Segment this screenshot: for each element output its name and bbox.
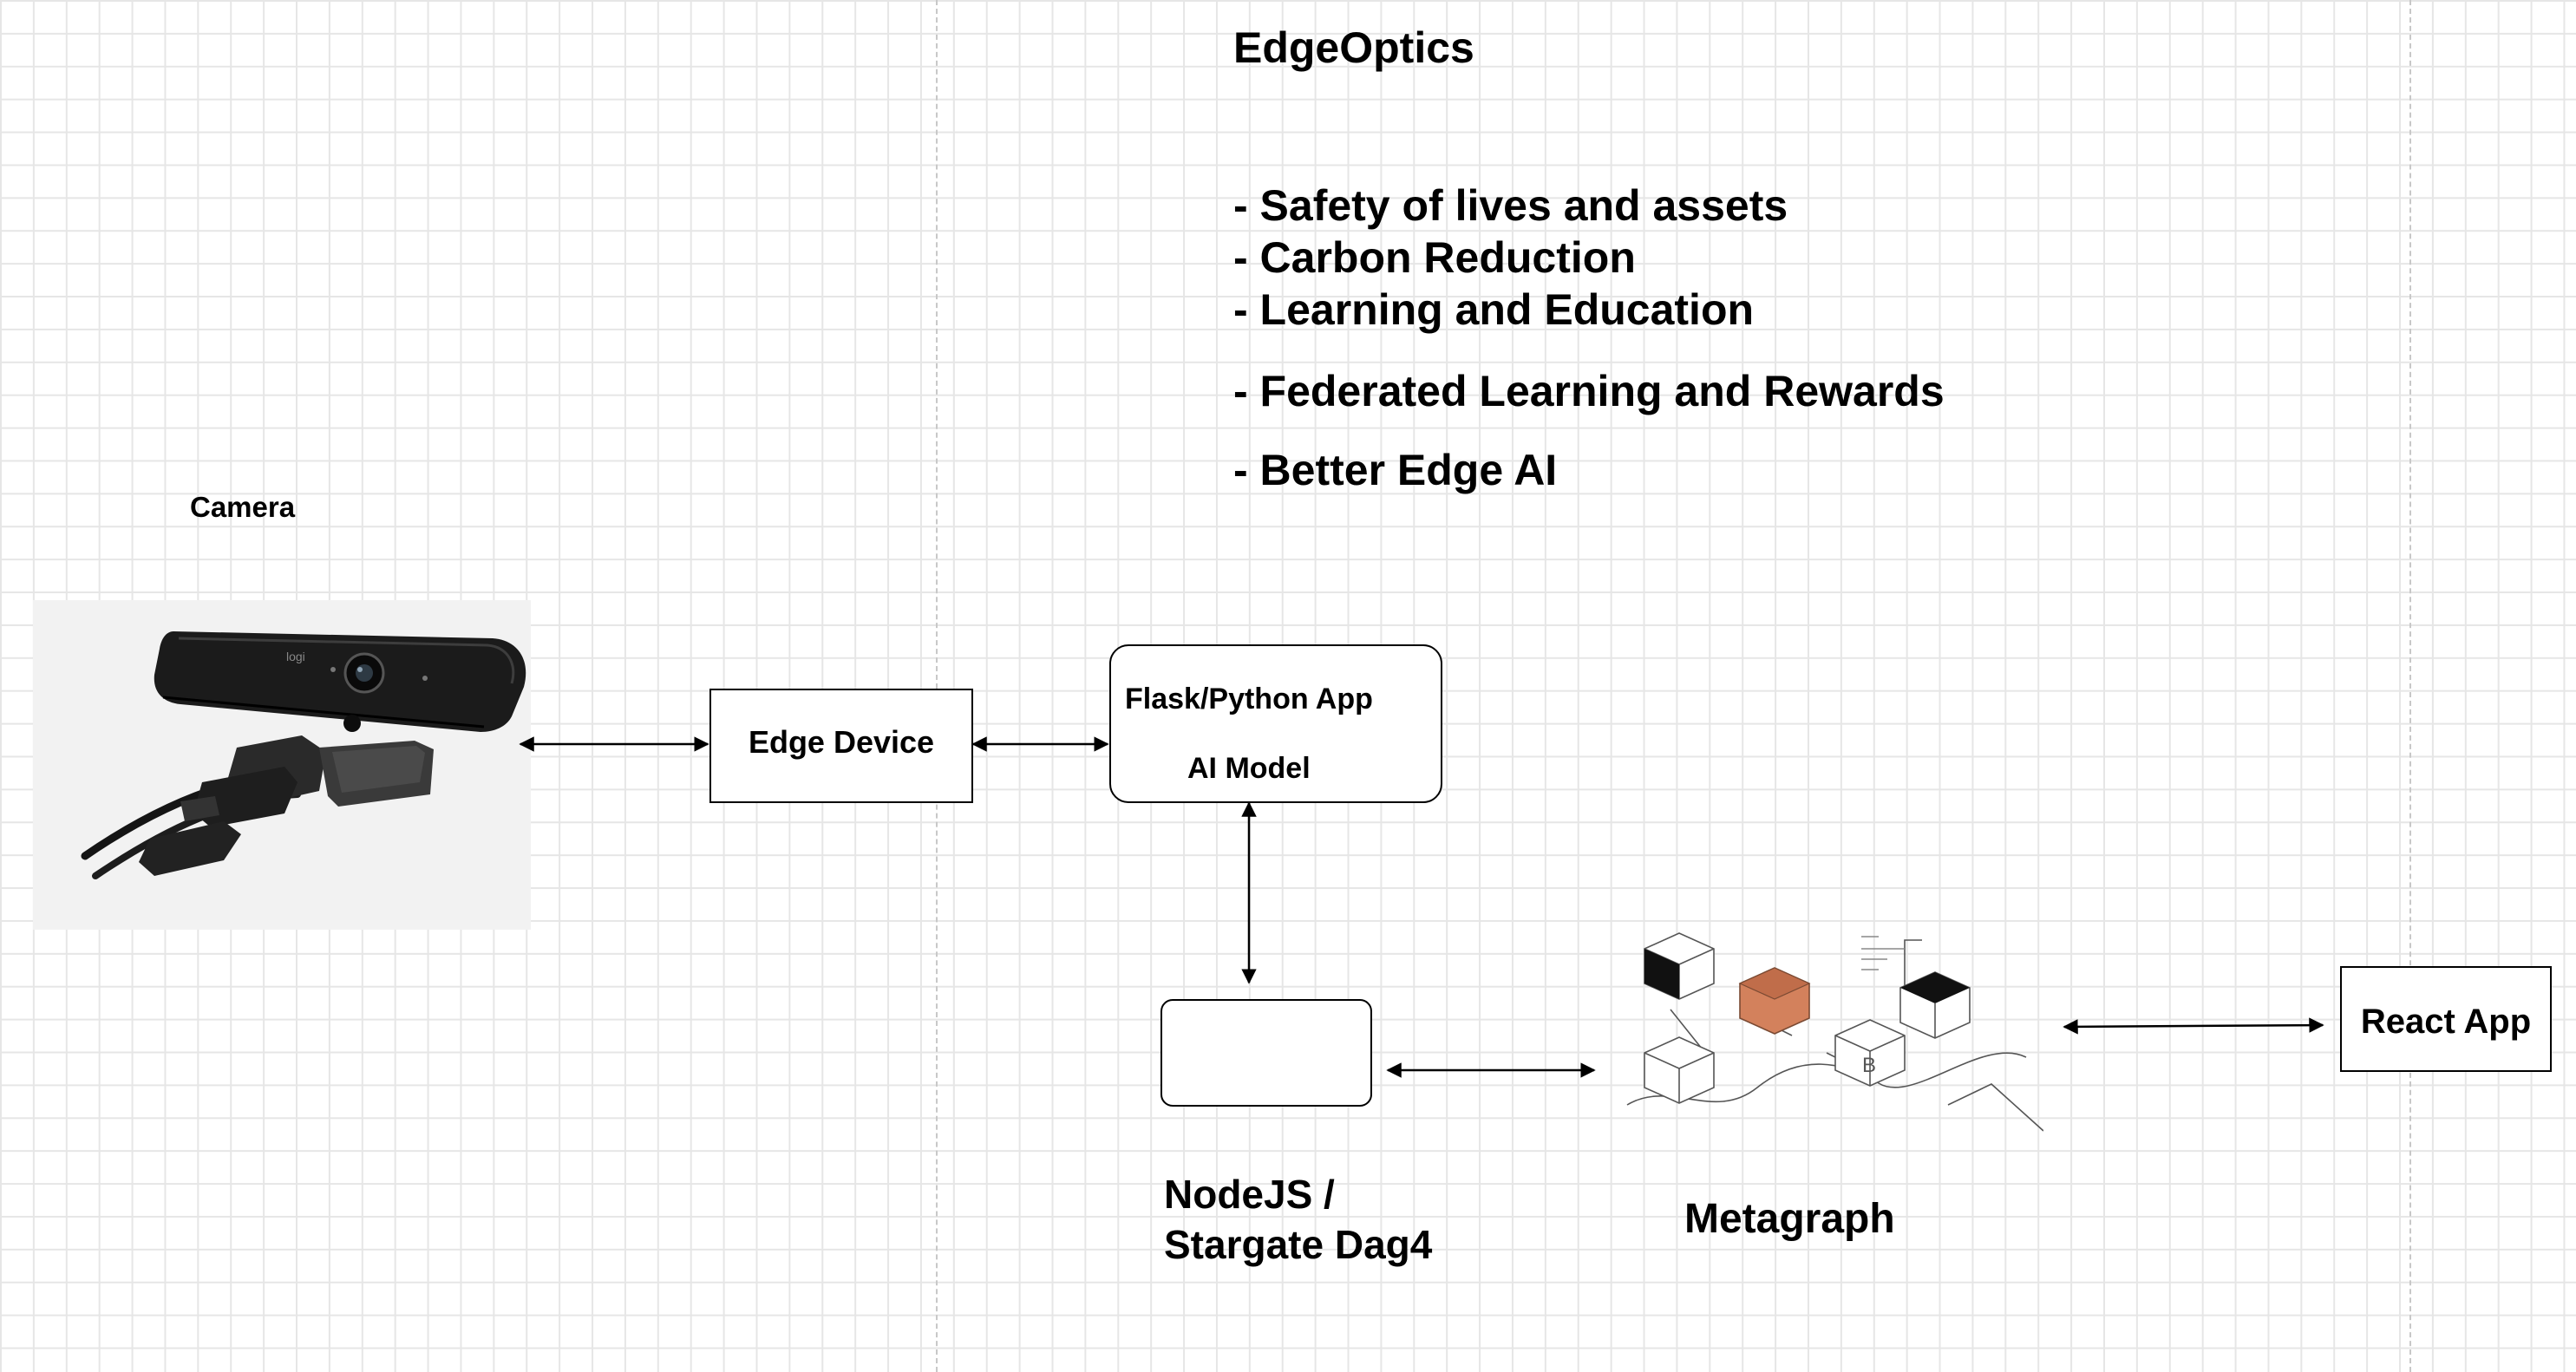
flask-app-label: Flask/Python App [1125, 683, 1373, 715]
goal-item: - Safety of lives and assets [1233, 181, 1788, 230]
blockchain-cubes-illustration[interactable]: B [1618, 905, 2044, 1153]
ai-model-label: AI Model [1187, 752, 1311, 785]
goal-item: - Carbon Reduction [1233, 233, 1636, 282]
goal-item: - Federated Learning and Rewards [1233, 367, 1945, 415]
page-break-line [2409, 0, 2411, 1372]
goal-item: - Learning and Education [1233, 285, 1755, 334]
metagraph-react-connector [2063, 1017, 2324, 1035]
edge-device-label: Edge Device [748, 724, 935, 760]
metagraph-icon: B [1626, 932, 2044, 1132]
edge-device-box[interactable]: Edge Device [709, 689, 973, 803]
page-break-line [936, 0, 938, 1372]
stargate-label: Stargate Dag4 [1164, 1222, 1433, 1267]
svg-text:B: B [1862, 1054, 1876, 1077]
flask-app-box[interactable]: Flask/Python App AI Model [1109, 644, 1442, 803]
nodejs-stargate-box[interactable] [1161, 999, 1372, 1107]
webcam-icon: logi [81, 631, 526, 879]
metagraph-label: Metagraph [1684, 1196, 1895, 1242]
webcam-photo[interactable]: logi [33, 600, 531, 930]
react-app-label: React App [2360, 1003, 2532, 1041]
react-app-box[interactable]: React App [2340, 966, 2552, 1072]
diagram-title: EdgeOptics [1233, 23, 1474, 72]
goal-item: - Better Edge AI [1233, 446, 1558, 494]
nodejs-label: NodeJS / [1164, 1172, 1335, 1217]
svg-text:logi: logi [286, 650, 305, 663]
camera-label: Camera [190, 491, 296, 523]
